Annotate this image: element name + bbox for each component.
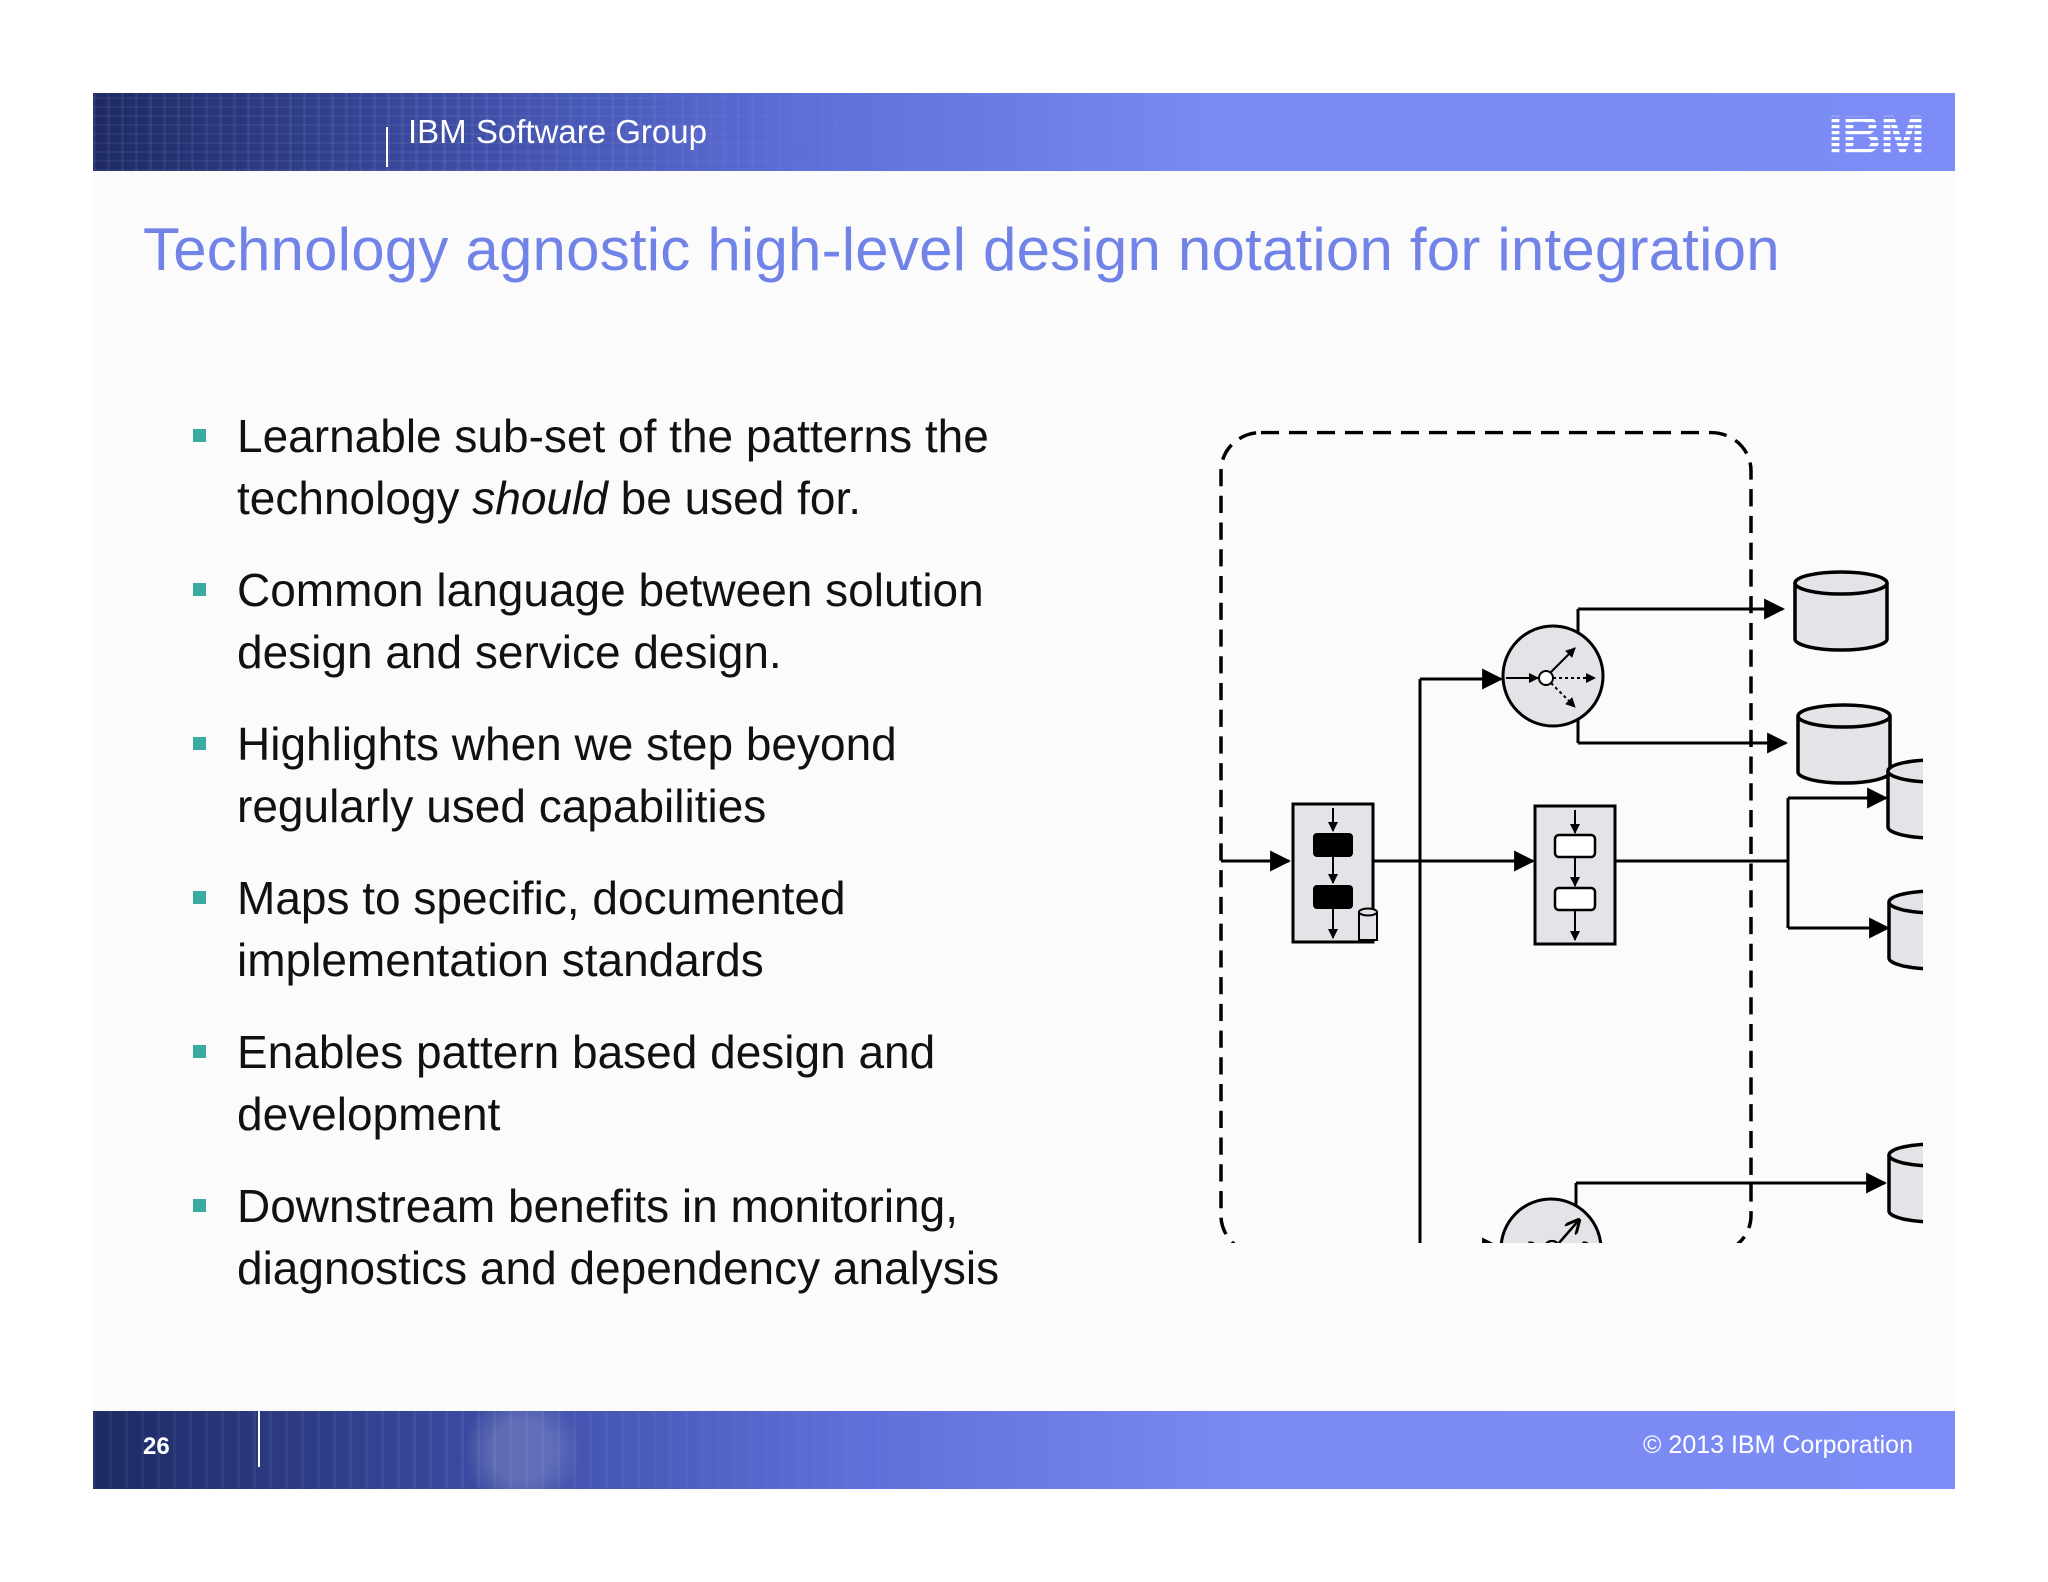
bullet-line: implementation standards: [237, 934, 764, 986]
small-database-icon: [1358, 907, 1378, 941]
bullet-marker: [193, 1045, 206, 1058]
group-label: IBM Software Group: [408, 113, 707, 150]
bullet-line: Maps to specific, documented: [237, 872, 846, 924]
bullet-marker: [193, 583, 206, 596]
database-icon: [1887, 889, 1923, 971]
slide: IBM Software Group IBM Technology agnost…: [93, 93, 1955, 1489]
bullet-line: regularly used capabilities: [237, 780, 767, 832]
router-top-icon: [1501, 624, 1605, 728]
bullet-line: development: [237, 1088, 501, 1140]
bullet-line: Learnable sub-set of the patterns the: [237, 410, 989, 462]
ibm-logo: IBM: [1828, 107, 1925, 159]
bullet-line: Enables pattern based design and: [237, 1026, 936, 1078]
footer-divider: [258, 1411, 260, 1467]
database-icon: [1887, 1142, 1923, 1224]
bullet-line: design and service design.: [237, 626, 782, 678]
bullet-line: Highlights when we step beyond: [237, 718, 897, 770]
footer-band: 26 © 2013 IBM Corporation: [93, 1411, 1955, 1489]
bullet-text: technology: [237, 472, 473, 524]
bullet-emphasis: should: [472, 472, 608, 524]
router-bottom-icon: [1499, 1197, 1603, 1243]
bullet-line: technology should be used for.: [237, 467, 1193, 529]
bullet-marker: [193, 1199, 206, 1212]
header-divider: [386, 127, 388, 167]
integration-pattern-diagram: [1219, 430, 1923, 1243]
bullet-marker: [193, 891, 206, 904]
header-band: IBM Software Group IBM: [93, 93, 1955, 171]
bullet-item: Highlights when we step beyond regularly…: [193, 713, 1193, 837]
database-icon: [1793, 570, 1889, 652]
header-texture: [93, 93, 993, 171]
bullet-item: Maps to specific, documented implementat…: [193, 867, 1193, 991]
copyright: © 2013 IBM Corporation: [1643, 1431, 1913, 1459]
processor-middle-icon: [1533, 804, 1617, 946]
footer-texture: [93, 1411, 993, 1489]
bullet-line: Common language between solution: [237, 564, 984, 616]
database-icon: [1796, 703, 1892, 785]
bullet-list: Learnable sub-set of the patterns the te…: [193, 405, 1193, 1329]
ibm-logo-text: IBM: [1828, 107, 1924, 159]
bullet-item: Learnable sub-set of the patterns the te…: [193, 405, 1193, 529]
slide-title: Technology agnostic high-level design no…: [143, 216, 1780, 283]
bullet-item: Enables pattern based design and develop…: [193, 1021, 1193, 1145]
bullet-marker: [193, 737, 206, 750]
integration-boundary: [1219, 430, 1753, 1243]
database-icon: [1886, 758, 1923, 840]
bullet-line: Downstream benefits in monitoring,: [237, 1180, 958, 1232]
bullet-text: be used for.: [607, 472, 862, 524]
bullet-item: Downstream benefits in monitoring, diagn…: [193, 1175, 1193, 1299]
bullet-item: Common language between solution design …: [193, 559, 1193, 683]
page-number: 26: [143, 1433, 170, 1460]
processor-left-icon: [1291, 802, 1378, 944]
bullet-marker: [193, 429, 206, 442]
bullet-line: diagnostics and dependency analysis: [237, 1242, 1000, 1294]
